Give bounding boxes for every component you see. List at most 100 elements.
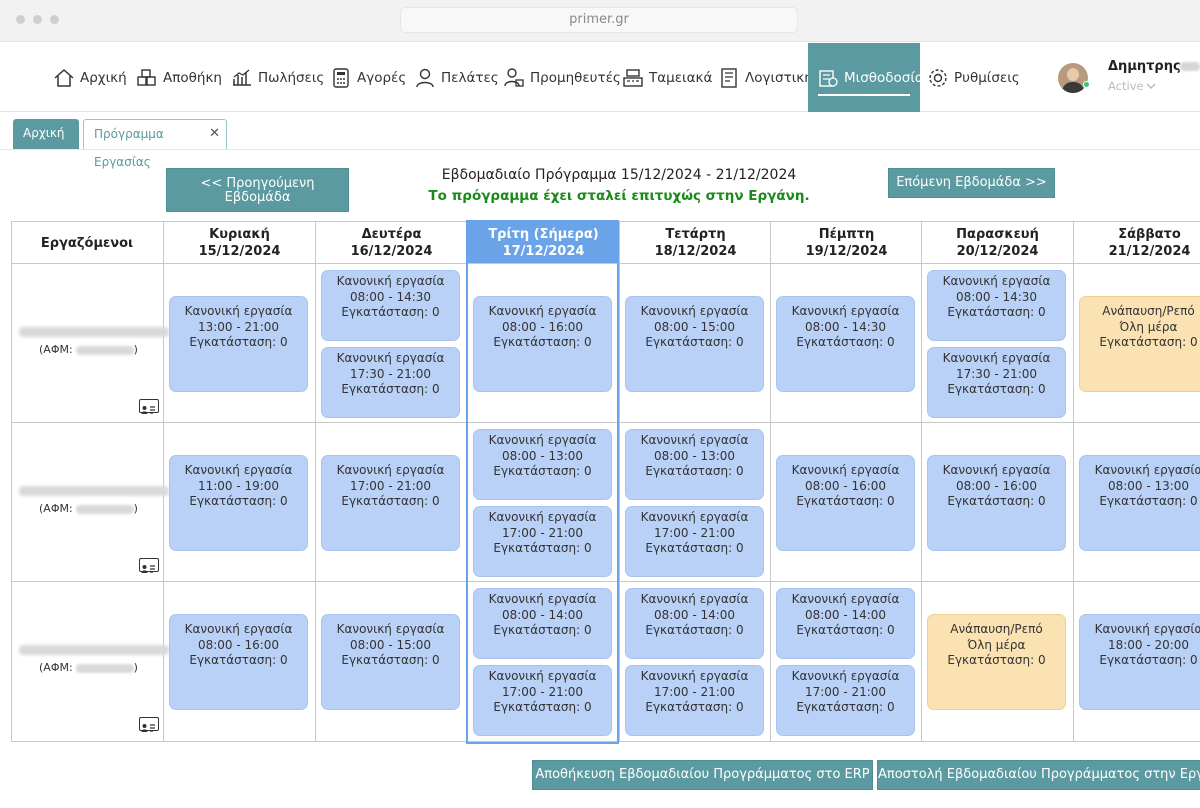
sales-chart-icon: [233, 69, 251, 86]
nav-item-purchases[interactable]: Αγορές: [330, 43, 406, 112]
shift-type: Κανονική εργασία: [640, 433, 749, 447]
shift-site: Εγκατάσταση: 0: [645, 541, 744, 555]
nav-item-payroll[interactable]: Μισθοδοσία: [808, 43, 924, 112]
window-maximize-dot[interactable]: [50, 15, 59, 24]
nav-item-home[interactable]: Αρχική: [53, 43, 127, 112]
nav-item-cash[interactable]: Ταμειακά: [622, 43, 712, 112]
shift-time: Όλη μέρα: [967, 637, 1026, 652]
supplier-icon: [504, 67, 524, 87]
user-menu[interactable]: [1058, 43, 1088, 112]
day-header[interactable]: Παρασκευή 20/12/2024: [922, 222, 1073, 263]
tab-work-schedule[interactable]: Πρόγραμμα Εργασίας ✕: [83, 119, 227, 169]
next-week-button[interactable]: Επόμενη Εβδομάδα >>: [888, 168, 1055, 198]
save-to-erp-button[interactable]: Αποθήκευση Εβδομαδιαίου Προγράμματος στο…: [532, 760, 873, 790]
window-minimize-dot[interactable]: [33, 15, 42, 24]
close-icon[interactable]: ✕: [209, 126, 220, 141]
shift-site: Εγκατάσταση: 0: [796, 335, 895, 349]
id-card-icon[interactable]: [139, 399, 159, 414]
nav-item-settings[interactable]: Ρυθμίσεις: [927, 43, 1020, 112]
day-name: Παρασκευή: [956, 227, 1039, 242]
shift-site: Εγκατάσταση: 0: [341, 494, 440, 508]
shift-type: Κανονική εργασία: [791, 304, 900, 318]
day-name: Πέμπτη: [818, 227, 875, 242]
id-card-icon[interactable]: [139, 558, 159, 573]
grid-column-line: [315, 222, 316, 742]
shift-site: Εγκατάσταση: 0: [1099, 653, 1198, 667]
shift-site: Εγκατάσταση: 0: [796, 494, 895, 508]
payroll-icon: [819, 69, 838, 87]
user-status[interactable]: Active: [1108, 79, 1156, 93]
employee-name-redacted: [19, 327, 169, 337]
address-bar[interactable]: primer.gr: [400, 7, 798, 33]
nav-item-label: Μισθοδοσία: [844, 69, 924, 86]
shift-type: Κανονική εργασία: [488, 669, 597, 683]
window-close-dot[interactable]: [16, 15, 25, 24]
shift-type: Κανονική εργασία: [640, 304, 749, 318]
shift-site: Εγκατάσταση: 0: [189, 653, 288, 667]
nav-item-warehouse[interactable]: Αποθήκη: [136, 43, 222, 112]
grid-column-line: [1073, 222, 1074, 742]
shift-time: 17:00 - 21:00: [653, 684, 736, 699]
nav-item-label: Προμηθευτές: [530, 69, 621, 86]
nav-item-sales[interactable]: Πωλήσεις: [231, 43, 324, 112]
grid-column-line: [770, 222, 771, 742]
day-date: 20/12/2024: [956, 244, 1039, 259]
shift-site: Εγκατάσταση: 0: [947, 653, 1046, 667]
send-to-ergani-button[interactable]: Αποστολή Εβδομαδιαίου Προγράμματος στην …: [877, 760, 1200, 790]
avatar[interactable]: [1058, 62, 1088, 93]
cash-register-icon: [623, 68, 643, 87]
shift-site: Εγκατάσταση: 0: [1099, 494, 1198, 508]
id-card-icon[interactable]: [139, 717, 159, 732]
nav-item-suppliers[interactable]: Προμηθευτές: [503, 43, 621, 112]
day-header[interactable]: Τρίτη (Σήμερα)17/12/2024: [468, 222, 619, 263]
previous-week-button[interactable]: << Προηγούμενη Εβδομάδα: [166, 168, 349, 212]
grid-row-line: [11, 263, 1200, 264]
afm-close: ): [133, 502, 138, 515]
shift-time: 18:00 - 20:00: [1107, 637, 1190, 652]
nav-item-label: Αρχική: [80, 69, 127, 86]
shift-time: 08:00 - 14:00: [501, 607, 584, 622]
shift-time: 08:00 - 16:00: [804, 478, 887, 493]
tab-label: Αρχική: [23, 126, 65, 140]
nav-item-customers[interactable]: Πελάτες: [414, 43, 499, 112]
nav-item-accounting[interactable]: Λογιστική: [718, 43, 813, 112]
tab-home[interactable]: Αρχική: [13, 119, 79, 149]
shift-site: Εγκατάσταση: 0: [189, 335, 288, 349]
chevron-down-icon: [1146, 83, 1156, 90]
day-date: 18/12/2024: [654, 244, 737, 259]
shift-time: 17:00 - 21:00: [653, 525, 736, 540]
